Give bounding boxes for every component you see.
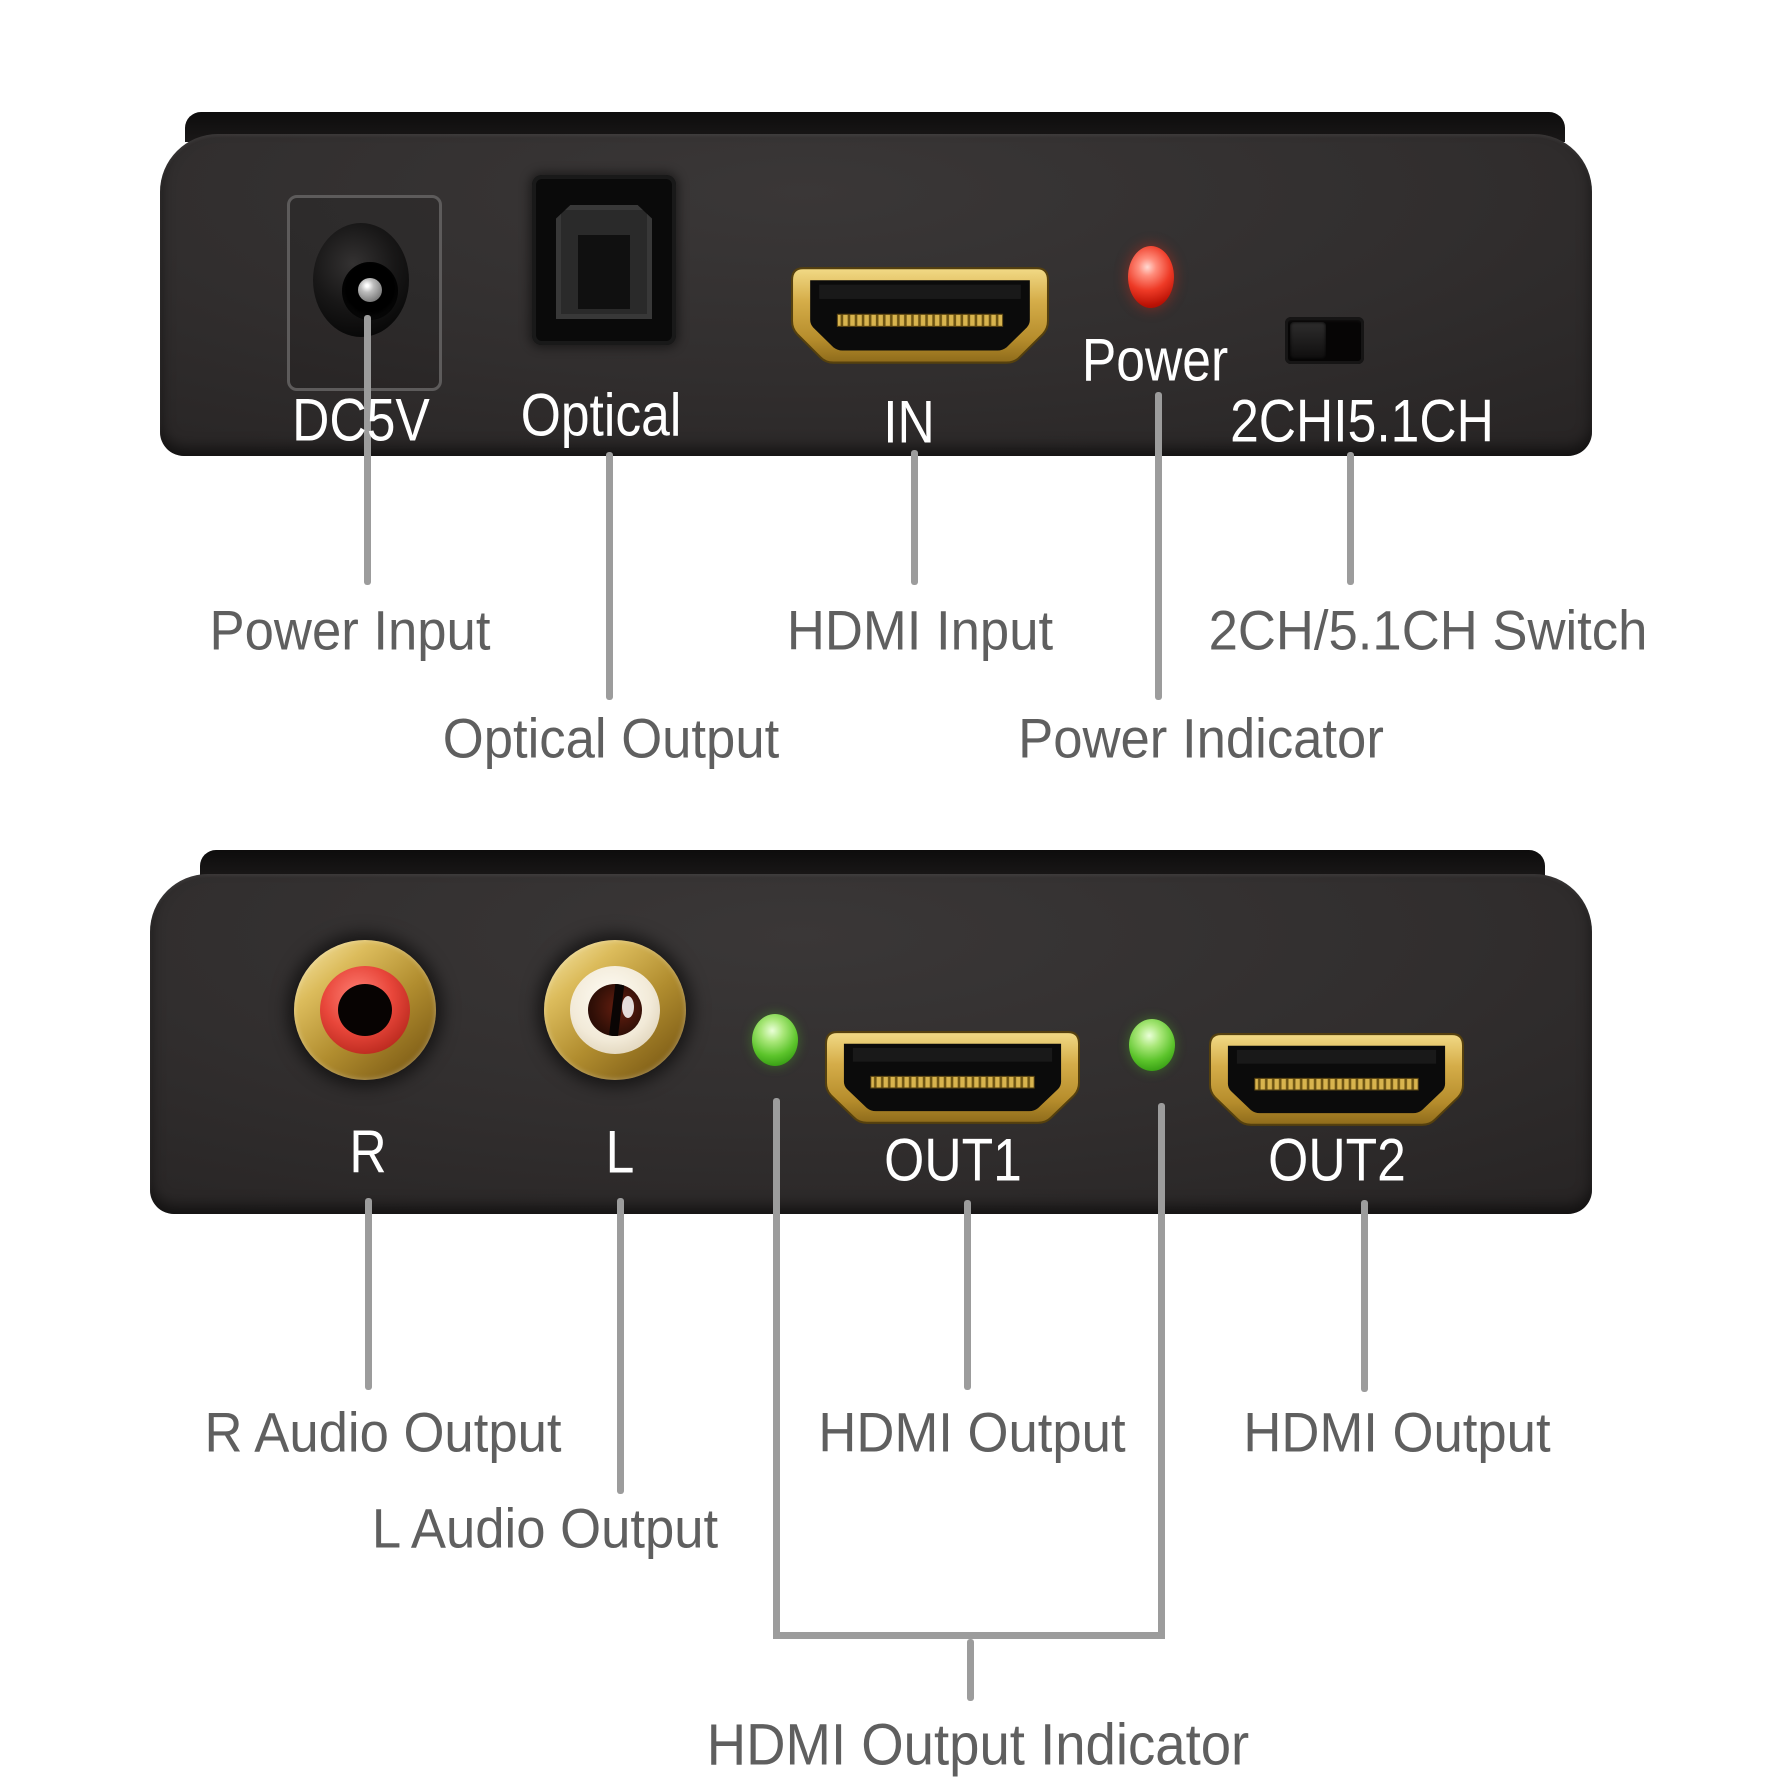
power-led-icon: [1128, 246, 1174, 308]
channel-switch-label: 2CHI5.1CH: [1230, 387, 1494, 455]
optical-port-label: Optical: [520, 381, 682, 449]
front-panel-top-edge: [200, 850, 1545, 878]
rca-left-label: L: [605, 1118, 635, 1186]
leader-line-power-input: [364, 315, 371, 585]
indicator-bracket: [773, 1632, 1165, 1639]
hdmi-out2-port: [1208, 1033, 1465, 1126]
hdmi-out2-port-label: OUT2: [1268, 1126, 1406, 1194]
leader-line-channel-switch: [1347, 452, 1354, 585]
callout-power-input: Power Input: [209, 598, 491, 662]
hdmi-out1-port-label: OUT1: [884, 1126, 1022, 1194]
callout-r-audio-output: R Audio Output: [204, 1400, 562, 1464]
hdmi-out1-port: [824, 1031, 1081, 1124]
indicator-bracket-stem: [967, 1639, 974, 1701]
toslink-cavity-icon: [578, 235, 630, 309]
leader-line-hdmi-input: [911, 450, 918, 585]
callout-l-audio-output: L Audio Output: [371, 1496, 719, 1560]
rca-jack-right: [294, 940, 436, 1080]
rca-right-hole-icon: [338, 984, 392, 1036]
leader-line-hdmi-output1: [964, 1200, 971, 1390]
leader-line-out1-indicator: [773, 1098, 780, 1639]
hdmi-in-port-label: IN: [883, 388, 935, 456]
rca-right-label: R: [349, 1118, 387, 1186]
leader-line-l-audio: [617, 1198, 624, 1494]
rca-jack-left: [544, 940, 686, 1080]
switch-knob-icon: [1290, 322, 1326, 359]
callout-power-indicator: Power Indicator: [1018, 706, 1384, 770]
callout-hdmi-output-indicator: HDMI Output Indicator: [706, 1712, 1250, 1778]
dc-jack-pin-icon: [358, 278, 382, 302]
leader-line-power-indicator: [1155, 392, 1162, 700]
callout-hdmi-output-2: HDMI Output: [1243, 1400, 1551, 1464]
power-led-label: Power: [1081, 326, 1229, 394]
leader-line-optical-output: [606, 452, 613, 700]
callout-optical-output: Optical Output: [442, 706, 780, 770]
callout-hdmi-output-1: HDMI Output: [818, 1400, 1126, 1464]
toslink-optical-port: [532, 175, 676, 345]
rca-left-glint-icon: [622, 996, 634, 1018]
rca-left-hole-icon: [588, 984, 642, 1036]
channel-slide-switch: [1285, 317, 1364, 364]
callout-channel-switch: 2CH/5.1CH Switch: [1208, 598, 1648, 662]
dc-jack-hole-icon: [342, 262, 398, 320]
leader-line-r-audio: [365, 1198, 372, 1390]
hdmi-in-port: [791, 267, 1049, 364]
leader-line-hdmi-output2: [1361, 1200, 1368, 1392]
hdmi-out2-status-led: [1129, 1019, 1175, 1071]
callout-hdmi-input: HDMI Input: [786, 598, 1054, 662]
hdmi-out1-status-led: [752, 1014, 798, 1066]
dc-power-jack: [313, 223, 409, 337]
leader-line-out2-indicator: [1158, 1103, 1165, 1639]
dc-port-label: DC5V: [292, 386, 430, 454]
